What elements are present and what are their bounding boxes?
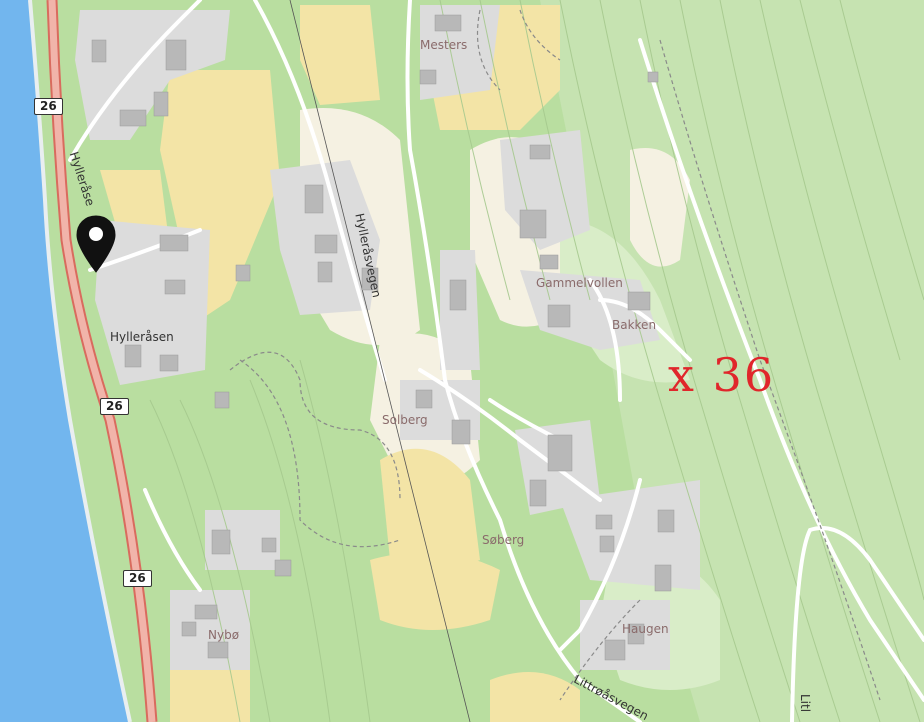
- power-line: [289, 0, 471, 722]
- road-label-litl: Litl: [798, 694, 812, 713]
- residential-area: [75, 10, 230, 140]
- route-shield-26: 26: [123, 570, 152, 587]
- residential-area: [520, 270, 660, 350]
- place-label-gammelvollen: Gammelvollen: [536, 276, 623, 290]
- residential-area: [170, 590, 250, 670]
- fjord-water: [0, 0, 130, 722]
- handwritten-annotation: x 36: [668, 348, 776, 402]
- place-label-hylleraasen: Hylleråsen: [110, 330, 174, 344]
- buildings: [91, 14, 675, 661]
- farmland: [370, 552, 500, 630]
- farmland: [380, 448, 480, 570]
- place-label-soberg: Søberg: [482, 533, 525, 547]
- residential-area: [205, 510, 280, 570]
- route-shield-26: 26: [34, 98, 63, 115]
- place-label-haugen: Haugen: [622, 622, 669, 636]
- residential-area: [580, 600, 670, 670]
- minor-roads[interactable]: [68, 0, 924, 722]
- shoreline: [28, 0, 132, 722]
- place-label-nybo: Nybø: [208, 628, 240, 642]
- route-shield-26: 26: [100, 398, 129, 415]
- location-pin-icon[interactable]: [74, 214, 118, 276]
- place-label-bakken: Bakken: [612, 318, 657, 332]
- residential-area: [95, 220, 210, 385]
- farmland: [490, 672, 580, 722]
- tracks: [229, 9, 881, 701]
- place-label-solberg: Solberg: [382, 413, 428, 427]
- open-land: [630, 148, 690, 267]
- farmland: [300, 5, 380, 105]
- place-label-mesters: Mesters: [420, 38, 468, 52]
- residential-area: [560, 480, 700, 590]
